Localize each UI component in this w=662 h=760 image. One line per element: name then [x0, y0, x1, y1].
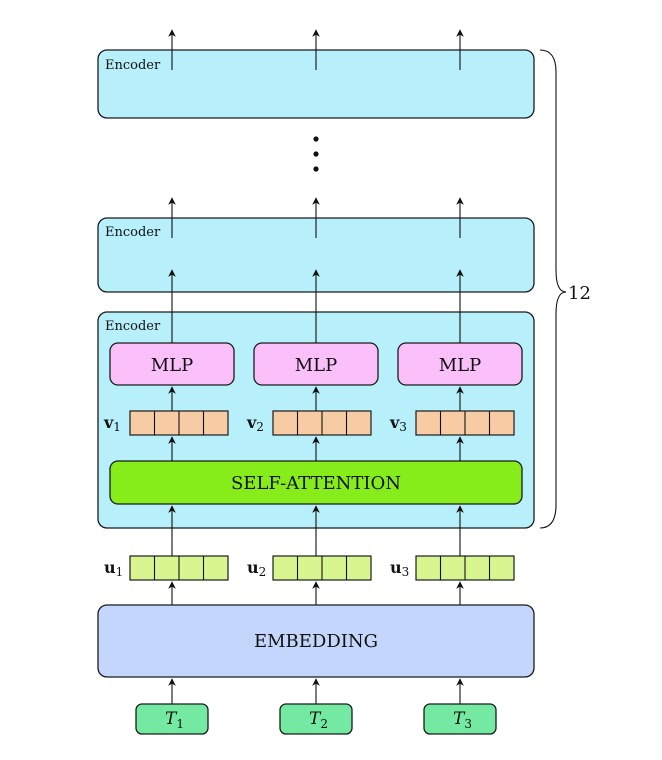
embedding-label: EMBEDDING	[254, 631, 378, 652]
mlp-label-2: MLP	[295, 355, 338, 376]
vertical-ellipsis	[313, 136, 319, 172]
u-vector-label-2: u2	[247, 558, 266, 579]
u-vector-label-1: u1	[104, 558, 123, 579]
layer-count-label: 12	[568, 283, 591, 304]
token-1: T1	[135, 703, 209, 735]
self-attention-label: SELF-ATTENTION	[231, 473, 401, 494]
encoder-middle-label: Encoder	[105, 225, 161, 240]
encoder-block-top: Encoder	[97, 49, 535, 119]
v-vector-label-1: v1	[103, 413, 121, 434]
u-vector-3: u3	[390, 555, 515, 581]
u-vector-2: u2	[247, 555, 372, 581]
v-vector-2: v2	[246, 410, 372, 436]
v-vector-label-3: v3	[389, 413, 407, 434]
mlp-block-2: MLP	[253, 342, 379, 386]
v-vector-label-2: v2	[246, 413, 264, 434]
encoder-block-middle: Encoder	[97, 217, 535, 293]
u-vector-1: u1	[104, 555, 229, 581]
encoder-expanded-label: Encoder	[105, 319, 161, 334]
self-attention-block: SELF-ATTENTION	[109, 460, 523, 505]
token-3: T3	[423, 703, 497, 735]
v-vector-1: v1	[103, 410, 229, 436]
encoder-top-label: Encoder	[105, 58, 161, 73]
mlp-block-3: MLP	[397, 342, 523, 386]
embedding-block: EMBEDDING	[97, 604, 535, 678]
token-2: T2	[279, 703, 353, 735]
v-vector-3: v3	[389, 410, 515, 436]
u-vector-label-3: u3	[390, 558, 409, 579]
token-label-3: T3	[453, 709, 472, 731]
token-label-2: T2	[309, 709, 328, 731]
mlp-block-1: MLP	[109, 342, 235, 386]
mlp-label-3: MLP	[439, 355, 482, 376]
token-label-1: T1	[165, 709, 184, 731]
layer-count-brace: 12	[539, 49, 591, 529]
mlp-label-1: MLP	[151, 355, 194, 376]
